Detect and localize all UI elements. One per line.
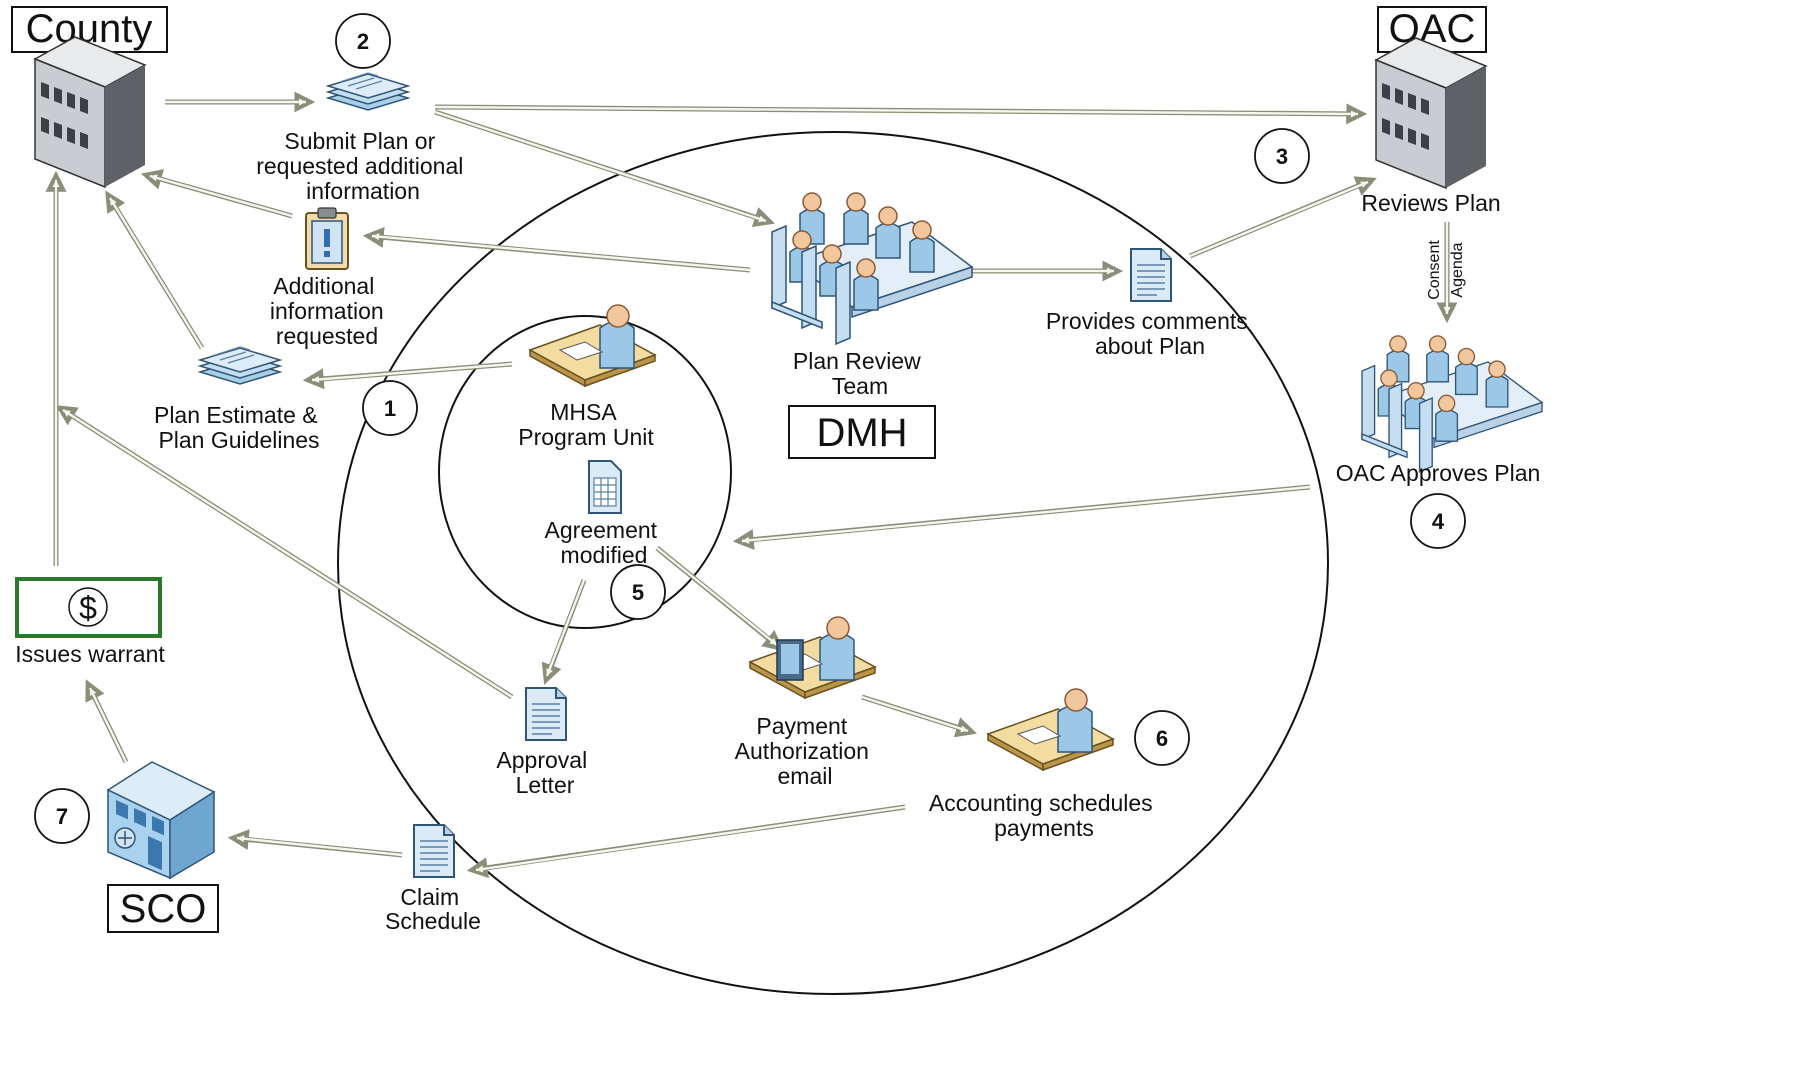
step-4-number: 4 [1432,509,1445,534]
step-7-marker: 7 [34,788,90,844]
oac-team-icon [1361,335,1543,473]
mhsa-unit-label: MHSA Program Unit [518,399,654,450]
step-1-number: 1 [384,396,396,421]
oac-building-icon [1375,37,1487,189]
approval-letter-label: Approval Letter [496,747,593,798]
clipboard-alert-icon [305,207,349,270]
submit-plan-papers-icon [327,72,409,111]
consent-label: Consent [1426,240,1443,300]
step-2-marker: 2 [335,13,391,69]
plan-review-team-label: Plan Review Team [793,348,927,399]
step-3-marker: 3 [1254,128,1310,184]
dmh-ellipse [337,131,1329,995]
additional-info-label: Additional information requested [270,273,390,349]
sco-box: SCO [107,884,219,933]
step-1-marker: 1 [362,380,418,436]
agenda-label: Agenda [1449,242,1466,297]
flow-arrows [45,91,1458,879]
reviews-plan-label: Reviews Plan [1361,190,1500,216]
approval-letter-document-icon [525,687,567,741]
accounting-label: Accounting schedules payments [929,790,1159,841]
step-7-number: 7 [56,804,68,829]
mhsa-unit-ellipse [438,315,732,629]
step-3-number: 3 [1276,144,1288,169]
warrant-check-icon: $ [15,577,162,638]
plan-estimate-label: Plan Estimate & Plan Guidelines [154,402,324,453]
step-4-marker: 4 [1410,493,1466,549]
claim-schedule-document-icon [413,824,455,878]
comments-document-icon [1130,248,1172,302]
plan-estimate-papers-icon [199,346,281,385]
agreement-spreadsheet-icon [588,460,622,514]
computer-monitor-icon [776,639,804,681]
submit-plan-label: Submit Plan or requested additional info… [256,128,470,204]
dmh-label: DMH [816,411,907,455]
claim-schedule-label: Claim Schedule [385,884,481,934]
dollar-sign: $ [79,590,97,626]
step-6-number: 6 [1156,726,1168,751]
accounting-desk-icon [987,688,1114,771]
step-6-marker: 6 [1134,710,1190,766]
payment-authorization-label: Payment Authorization email [735,713,876,789]
step-2-number: 2 [357,29,369,54]
provides-comments-label: Provides comments about Plan [1046,308,1254,359]
oac-approves-label: OAC Approves Plan [1336,460,1541,486]
issues-warrant-label: Issues warrant [15,641,165,667]
step-5-number: 5 [632,580,644,605]
agreement-modified-label: Agreement modified [545,517,664,568]
county-building-icon [34,36,146,188]
sco-vault-building-icon [106,761,216,880]
plan-review-team-icon [771,192,973,345]
sco-label: SCO [120,887,207,931]
payment-desk-icon [749,616,876,699]
dmh-box: DMH [788,405,936,459]
step-5-marker: 5 [610,564,666,620]
